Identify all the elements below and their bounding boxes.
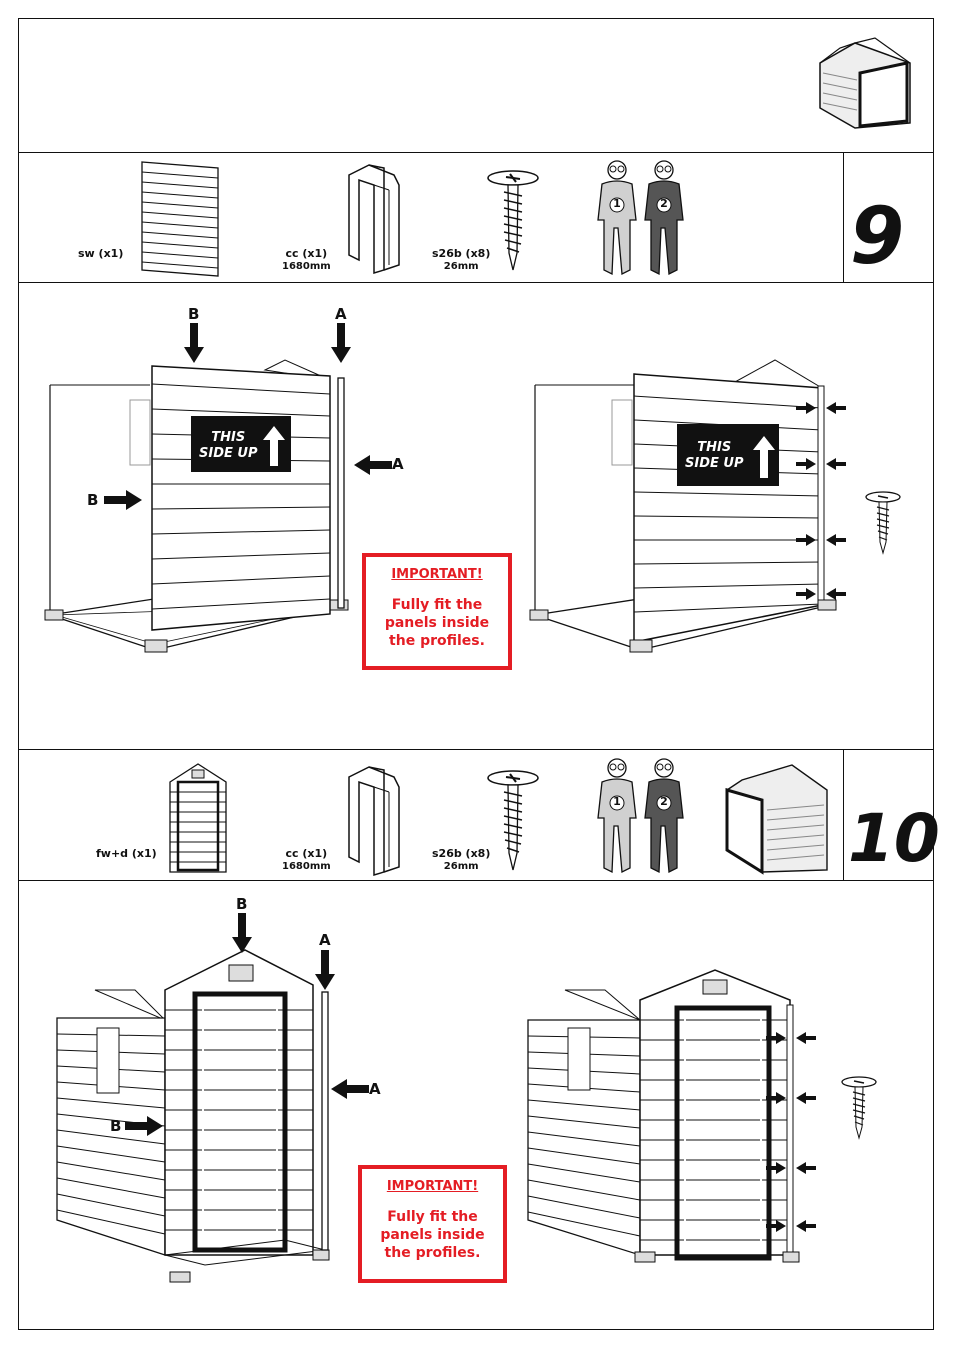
important-notice: IMPORTANT! Fully fit the panels inside t… xyxy=(362,553,512,670)
sign-line-2: SIDE UP xyxy=(685,456,744,471)
screw-points-arrows xyxy=(796,402,846,600)
this-side-up-sign: THIS SIDE UP xyxy=(677,424,779,486)
part-label-s26b: s26b (x8)26mm xyxy=(432,847,491,872)
worker-1-number: 1 xyxy=(613,795,621,808)
part-label-cc: cc (x1)1680mm xyxy=(282,847,331,872)
arrow-b-down-icon xyxy=(232,913,252,953)
part-label-sw: sw (x1) xyxy=(78,247,124,260)
step-number: 10 xyxy=(848,800,940,877)
screw-icon xyxy=(841,1076,877,1140)
important-text: Fully fit the xyxy=(387,1209,478,1225)
callout-a: A xyxy=(392,455,404,473)
divider xyxy=(843,749,844,880)
worker-2-number: 2 xyxy=(660,197,668,210)
arrow-a-down-icon xyxy=(331,323,351,363)
important-text: Fully fit the xyxy=(391,597,483,613)
important-text: the profiles. xyxy=(389,633,485,649)
corner-profile-rod xyxy=(337,377,345,609)
part-label-fwd: fw+d (x1) xyxy=(96,847,157,860)
sign-line-2: SIDE UP xyxy=(199,446,258,461)
screw-icon xyxy=(487,770,539,871)
callout-b: B xyxy=(188,305,200,323)
callout-b: B xyxy=(87,491,99,509)
important-title: IMPORTANT! xyxy=(391,567,483,582)
sign-line-1: THIS xyxy=(697,440,732,455)
divider xyxy=(18,282,934,283)
important-title: IMPORTANT! xyxy=(386,1179,479,1194)
callout-b: B xyxy=(236,895,248,913)
worker-1-number: 1 xyxy=(613,197,621,210)
worker-1-icon xyxy=(597,758,637,874)
arrow-b-right-icon xyxy=(104,490,142,510)
shed-front-fitted xyxy=(527,969,800,1263)
up-arrow-icon xyxy=(263,426,285,466)
worker-2-icon xyxy=(644,758,684,874)
page-frame xyxy=(18,18,934,1330)
shed-thumbnail-icon xyxy=(725,764,828,875)
wall-panel-icon xyxy=(141,161,219,277)
important-text: the profiles. xyxy=(384,1245,481,1261)
up-arrow-icon xyxy=(753,436,775,478)
part-label-s26b: s26b (x8)26mm xyxy=(432,247,491,272)
worker-1-icon xyxy=(597,160,637,276)
shed-thumbnail-icon xyxy=(819,37,911,129)
worker-2-icon xyxy=(644,160,684,276)
screw-icon xyxy=(487,170,539,271)
screw-icon xyxy=(865,491,901,555)
important-text: panels inside xyxy=(380,1227,485,1243)
this-side-up-sign: THIS SIDE UP xyxy=(191,416,291,472)
corner-profile-icon xyxy=(348,164,400,275)
callout-a: A xyxy=(335,305,347,323)
divider xyxy=(18,749,934,750)
callout-a: A xyxy=(319,931,331,949)
wall-panel-being-placed xyxy=(151,365,331,631)
part-label-cc: cc (x1)1680mm xyxy=(282,247,331,272)
callout-a: A xyxy=(369,1080,381,1098)
divider xyxy=(18,152,934,153)
front-wall-door-icon xyxy=(169,763,227,873)
corner-profile-rod xyxy=(321,991,329,1251)
arrow-a-down-icon xyxy=(315,950,335,990)
arrow-a-left-icon xyxy=(354,455,392,475)
divider xyxy=(18,880,934,881)
divider xyxy=(843,152,844,282)
arrow-b-down-icon xyxy=(184,323,204,363)
arrow-b-right-icon xyxy=(125,1116,163,1136)
screw-points-arrows xyxy=(766,1032,816,1232)
worker-2-number: 2 xyxy=(660,795,668,808)
shed-with-front-wall xyxy=(56,949,330,1283)
step-number: 9 xyxy=(850,192,905,282)
callout-b: B xyxy=(110,1117,122,1135)
arrow-a-left-icon xyxy=(331,1079,369,1099)
important-text: panels inside xyxy=(384,615,490,631)
sign-line-1: THIS xyxy=(211,430,246,445)
corner-profile-icon xyxy=(348,766,400,877)
important-notice: IMPORTANT! Fully fit the panels inside t… xyxy=(358,1165,507,1283)
